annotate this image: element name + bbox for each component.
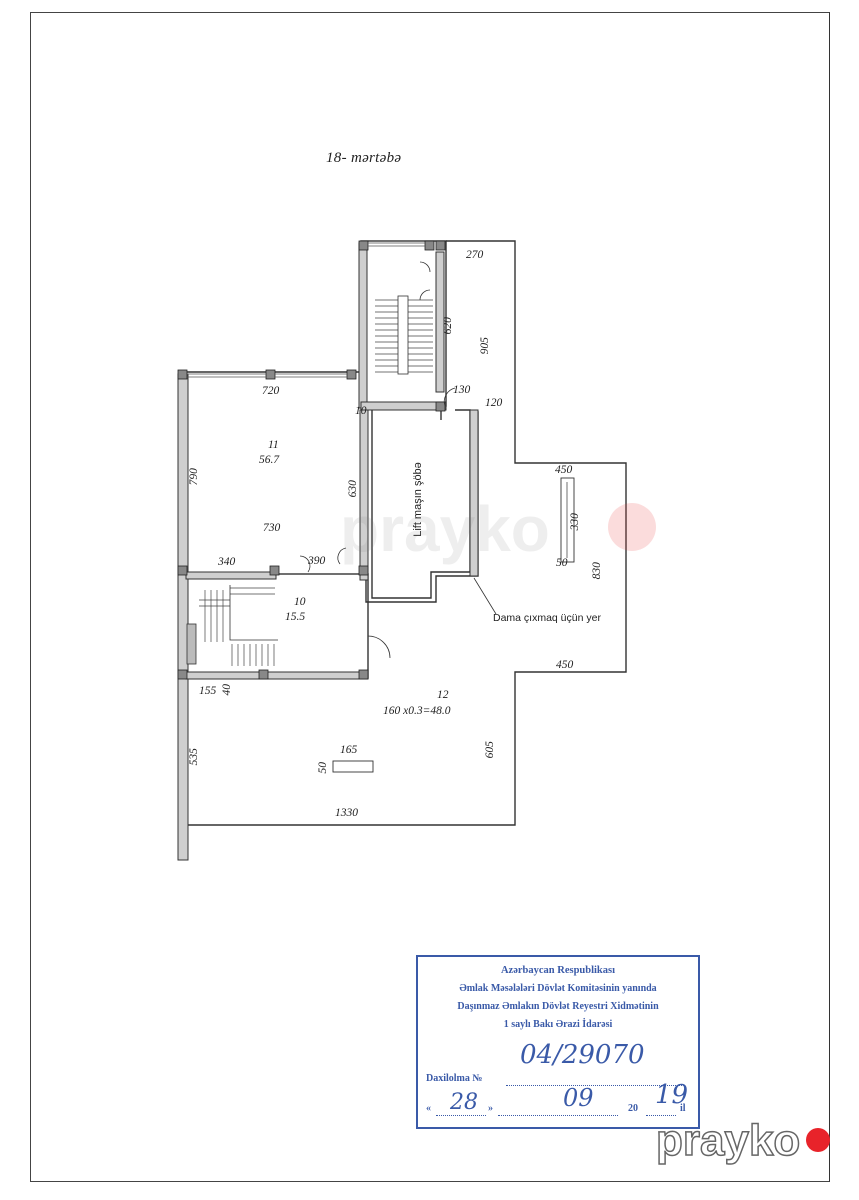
wall-stair-left: [358, 242, 368, 409]
dim-50-bottom: 50: [317, 762, 329, 774]
dim-450-bottom: 450: [556, 659, 574, 671]
room-10-outline: [185, 573, 369, 679]
stamp-reg-label: Daxilolma №: [426, 1073, 483, 1084]
watermark-corner: prayko: [655, 1115, 801, 1166]
room-12-number: 12: [437, 689, 449, 701]
room-11-number: 11: [268, 439, 279, 451]
watermark-dot-corner: [806, 1128, 830, 1152]
dim-270: 270: [466, 249, 484, 261]
wall-interior: [359, 409, 369, 581]
door-swings: [299, 261, 456, 659]
note-leader: [473, 577, 497, 615]
dim-1330: 1330: [335, 807, 358, 819]
registry-stamp: Azərbaycan Respublikası Əmlak Məsələləri…: [416, 955, 700, 1129]
dim-40: 40: [221, 684, 233, 696]
room-10-number: 10: [294, 596, 306, 608]
stamp-year-label: il: [680, 1103, 686, 1114]
floor-title: 18- mərtəbə: [326, 150, 402, 166]
wall-room10-top: [185, 571, 277, 580]
handwritten-year: 19: [655, 1080, 689, 1110]
dim-155: 155: [199, 685, 217, 697]
dim-605: 605: [483, 741, 496, 759]
outline-right: [188, 240, 627, 826]
wall-lift-right: [469, 409, 479, 577]
room-12-area: 160 x0.3=48.0: [383, 705, 451, 717]
watermark-dot-center: [608, 503, 656, 551]
stamp-line-3: Daşınmaz Əmlakın Dövlət Reyestri Xidməti…: [457, 1001, 659, 1012]
handwritten-day: 28: [450, 1090, 478, 1115]
stamp-line-4: 1 saylı Bakı Ərazi İdarəsi: [503, 1019, 613, 1030]
wall-stair-right: [435, 251, 445, 393]
dim-720: 720: [262, 385, 280, 397]
room-10-area: 15.5: [285, 611, 306, 623]
dim-620: 620: [441, 317, 454, 335]
dim-340: 340: [218, 556, 236, 568]
wall-left: [177, 373, 189, 861]
stamp-line-1: Azərbaycan Respublikası: [500, 965, 616, 976]
dim-830: 830: [590, 562, 603, 580]
dim-10: 10: [355, 405, 367, 417]
skylight-bottom: [332, 760, 374, 773]
handwritten-reg-number: 04/29070: [520, 1040, 645, 1070]
document-frame: [30, 12, 830, 1182]
handwritten-month: 09: [563, 1084, 594, 1112]
dim-535: 535: [187, 748, 200, 766]
dim-130: 130: [453, 384, 471, 396]
stamp-line-2: Əmlak Məsələləri Dövlət Komitəsinin yanı…: [459, 983, 657, 994]
room-11-area: 56.7: [259, 454, 280, 466]
wall-stair-bottom: [360, 401, 447, 411]
dim-905: 905: [478, 337, 491, 355]
dim-790: 790: [187, 468, 200, 486]
watermark-center: prayko: [340, 493, 550, 565]
dim-390: 390: [308, 555, 326, 567]
dim-165: 165: [340, 744, 358, 756]
dim-50-right: 50: [556, 557, 568, 569]
dim-120: 120: [485, 397, 503, 409]
room10-stair-treads: [199, 587, 275, 666]
roof-exit-note: Dama çıxmaq üçün yer: [493, 612, 601, 624]
stamp-year-prefix: 20: [628, 1103, 638, 1114]
skylight-right: [560, 477, 575, 563]
wall-room10-bottom: [185, 671, 369, 680]
dim-330: 330: [568, 513, 581, 531]
dim-450-top: 450: [555, 464, 573, 476]
dim-730: 730: [263, 522, 281, 534]
